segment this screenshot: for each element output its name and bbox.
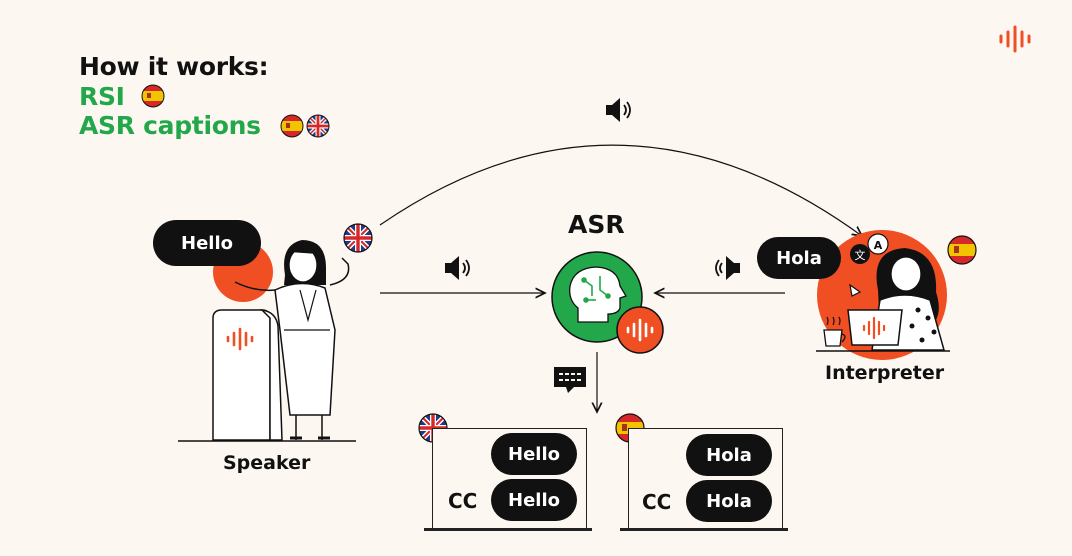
speaker-illustration	[178, 240, 356, 442]
asr-brain-icon	[551, 251, 643, 343]
english-output-laptop-base	[424, 528, 592, 531]
interpreter-label: Interpreter	[825, 362, 945, 384]
english-caption-pill: Hello	[491, 479, 577, 521]
captions-chat-icon	[554, 367, 586, 393]
spain-flag-icon-header-rsi	[141, 84, 165, 108]
spanish-cc-label: CC	[642, 490, 672, 514]
interpreter-illustration: 文 A	[816, 230, 950, 360]
uk-flag-icon-header	[307, 115, 329, 137]
english-cc-label: CC	[448, 489, 478, 513]
brand-logo-icon	[999, 25, 1031, 53]
spanish-audio-pill: Hola	[686, 434, 772, 476]
english-audio-pill: Hello	[491, 433, 577, 475]
speaker-speech-bubble: Hello	[153, 220, 261, 266]
interpreter-speech-bubble: Hola	[757, 237, 841, 279]
asr-brand-badge-icon	[616, 306, 664, 354]
asr-label: ASR	[568, 210, 625, 239]
spanish-caption-pill: Hola	[686, 480, 772, 522]
svg-text:A: A	[874, 239, 883, 252]
spanish-output-laptop-base	[620, 528, 788, 531]
spain-flag-icon-interpreter	[947, 235, 977, 265]
speaker-to-asr-volume-icon	[445, 256, 470, 280]
interpreter-to-asr-volume-icon	[715, 256, 740, 280]
speaker-volume-icon	[606, 98, 631, 122]
spain-flag-icon-header-asr	[280, 114, 304, 138]
rsi-heading: RSI	[79, 82, 125, 111]
uk-flag-icon-speaker	[343, 223, 373, 253]
rsi-audio-arc	[379, 144, 862, 236]
speaker-label: Speaker	[223, 452, 311, 474]
svg-text:文: 文	[855, 248, 866, 262]
page-title: How it works:	[79, 52, 269, 81]
asr-captions-heading: ASR captions	[79, 111, 261, 140]
